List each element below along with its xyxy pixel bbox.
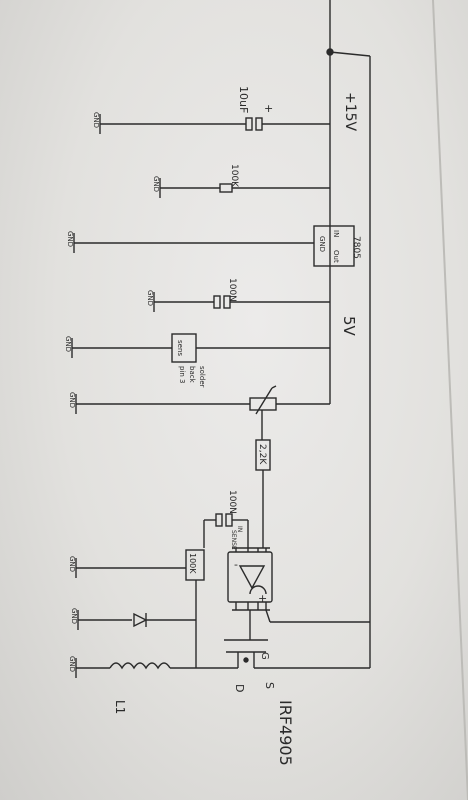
- fet-part-label: IRF4905: [276, 700, 295, 766]
- fet-g-label: G: [259, 652, 270, 660]
- rail-5v-label: 5V: [340, 316, 358, 337]
- supply-label: +15V: [342, 92, 358, 132]
- reg-gnd-label: GND: [318, 236, 326, 252]
- gnd-label: GND: [64, 336, 72, 352]
- cap-plus-label: +: [264, 102, 273, 115]
- opamp-minus-label: -: [234, 558, 238, 571]
- gnd-label: GND: [92, 112, 100, 128]
- r1-value-label: 100K: [229, 164, 239, 188]
- r4-value-label: 100N: [227, 490, 237, 514]
- ic-in-label: IN: [236, 526, 243, 532]
- regulator-body: [313, 225, 355, 267]
- gnd-label: GND: [68, 392, 76, 408]
- r5-body: [185, 549, 205, 581]
- opamp-symbol: [238, 565, 266, 590]
- pot-arrow-tip: [271, 385, 277, 389]
- diode-symbol: [133, 612, 148, 628]
- reg-out-label: Out: [332, 250, 340, 263]
- rail-wire-top: [329, 51, 371, 57]
- inductor-coil: [109, 662, 171, 670]
- fet-d-label: D: [233, 684, 246, 692]
- ic-notch: [249, 585, 267, 595]
- sensor-pin-label: pin 3: [178, 366, 186, 384]
- r2-value-label: 100N: [227, 278, 237, 302]
- sensor-note: solder: [198, 366, 206, 388]
- sensor-note-2: back: [188, 366, 196, 384]
- gnd-label: GND: [70, 608, 78, 624]
- cap-value-label: 10uF: [237, 86, 250, 113]
- sensor-label: sens: [176, 340, 184, 356]
- opamp-ic-body: [227, 551, 273, 603]
- reg-in-label: IN: [332, 230, 340, 237]
- fet-s-label: S: [263, 682, 276, 689]
- gnd-label: GND: [146, 290, 154, 306]
- gnd-label: GND: [66, 231, 74, 247]
- ic-sense-label: SENSE: [230, 530, 237, 550]
- gnd-label: GND: [68, 556, 76, 572]
- r5-value-label: 100K: [188, 553, 197, 574]
- reg-name-label: 7805: [351, 236, 361, 259]
- gnd-label: GND: [68, 656, 76, 672]
- r3-value-label: 2,2K: [257, 444, 267, 465]
- inductor-label: L1: [113, 700, 127, 714]
- fet-dot: [243, 657, 249, 663]
- cap-plate-b: [255, 117, 263, 131]
- pot-arrow: [255, 387, 273, 415]
- opamp-plus-label: +: [258, 592, 267, 605]
- gnd-label: GND: [152, 176, 160, 192]
- cap-plate-a: [245, 117, 253, 131]
- r2-plate-a: [213, 295, 221, 309]
- ic-supply-link: [265, 609, 271, 623]
